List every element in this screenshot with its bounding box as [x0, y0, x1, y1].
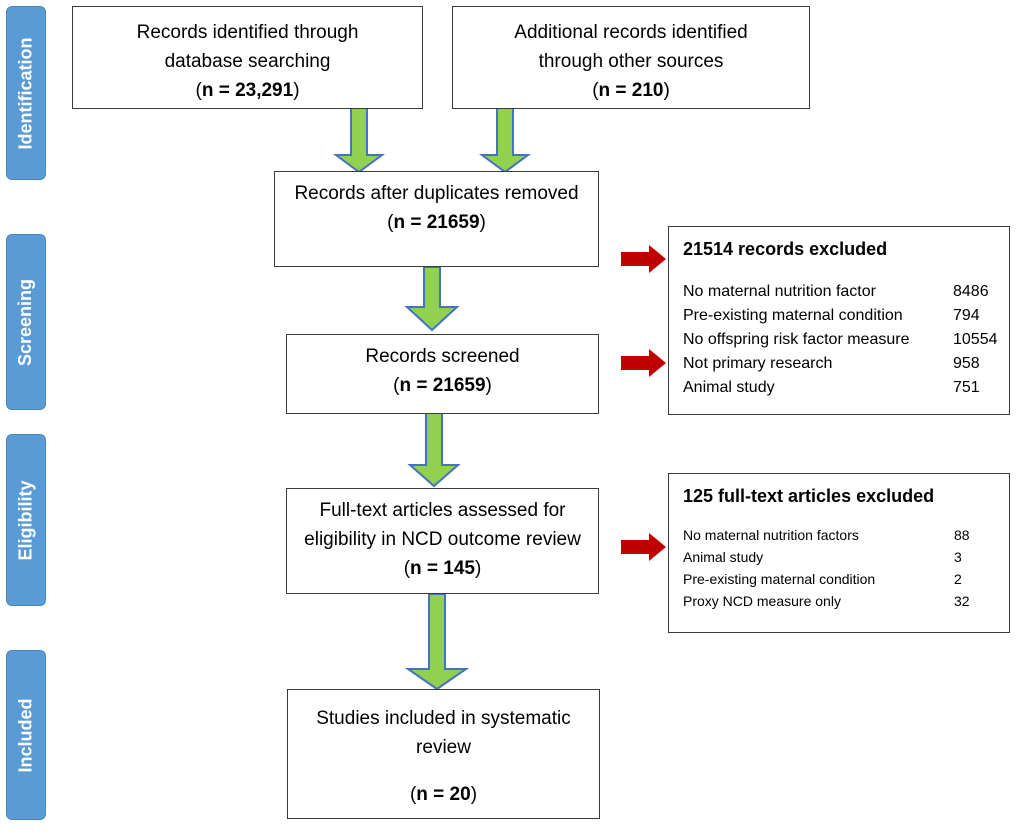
- exclusion-reason: Pre-existing maternal condition: [683, 571, 876, 587]
- exclusion-count: 794: [953, 307, 980, 324]
- exclusion-count: 751: [953, 379, 980, 396]
- exclusion-arrow-fulltext: [621, 533, 666, 561]
- flow-arrow-fulltext: [404, 593, 470, 691]
- box-line: database searching: [164, 51, 331, 72]
- exclusion-arrow-screened: [621, 349, 666, 377]
- box-database-records: Records identified through database sear…: [72, 6, 423, 109]
- exclusion-reason: No maternal nutrition factors: [683, 527, 859, 543]
- exclusion-count: 958: [953, 355, 980, 372]
- box-other-sources: Additional records identified through ot…: [452, 6, 810, 109]
- box-line: Additional records identified: [514, 22, 748, 43]
- exclusion-row: Pre-existing maternal condition 794: [683, 307, 999, 325]
- phase-identification: Identification: [6, 6, 46, 180]
- box-count: (n = 21659): [387, 212, 486, 233]
- exclusion-box-screening: 21514 records excluded No maternal nutri…: [668, 226, 1010, 415]
- exclusion-count: 88: [954, 527, 970, 543]
- exclusion-title: 21514 records excluded: [683, 239, 888, 259]
- exclusion-row: No maternal nutrition factor 8486: [683, 283, 999, 301]
- phase-screening: Screening: [6, 234, 46, 410]
- box-fulltext-assessed: Full-text articles assessed for eligibil…: [286, 488, 599, 594]
- box-line: Records identified through: [136, 22, 359, 43]
- box-line: Studies included in systematic: [316, 708, 571, 729]
- exclusion-row: Animal study 751: [683, 379, 999, 397]
- exclusion-row: No offspring risk factor measure 10554: [683, 331, 999, 349]
- phase-eligibility: Eligibility: [6, 434, 46, 606]
- box-line: Records screened: [365, 346, 520, 367]
- flow-arrow-other: [478, 107, 532, 174]
- exclusion-reason: Animal study: [683, 379, 775, 396]
- exclusion-row: No maternal nutrition factors 88: [683, 527, 999, 543]
- exclusion-row: Pre-existing maternal condition 2: [683, 571, 999, 587]
- phase-included: Included: [6, 650, 46, 820]
- exclusion-reason: No offspring risk factor measure: [683, 331, 910, 348]
- exclusion-count: 3: [954, 549, 962, 565]
- box-records-screened: Records screened (n = 21659): [286, 334, 599, 414]
- exclusion-count: 2: [954, 571, 962, 587]
- box-line: review: [416, 737, 471, 758]
- exclusion-reason: Proxy NCD measure only: [683, 593, 841, 609]
- box-line: Records after duplicates removed: [294, 183, 579, 204]
- exclusion-row: Animal study 3: [683, 549, 999, 565]
- flow-arrow-database: [332, 107, 386, 174]
- exclusion-count: 32: [954, 593, 970, 609]
- exclusion-box-eligibility: 125 full-text articles excluded No mater…: [668, 473, 1010, 633]
- exclusion-count: 10554: [953, 331, 998, 348]
- exclusion-row: Proxy NCD measure only 32: [683, 593, 999, 609]
- box-count: (n = 20): [409, 784, 478, 805]
- exclusion-reason: Pre-existing maternal condition: [683, 307, 903, 324]
- box-line: through other sources: [538, 51, 724, 72]
- exclusion-arrow-duplicates: [621, 245, 666, 273]
- exclusion-reason: Not primary research: [683, 355, 833, 372]
- exclusion-count: 8486: [953, 283, 989, 300]
- box-duplicates-removed: Records after duplicates removed (n = 21…: [274, 171, 599, 267]
- box-count: (n = 210): [592, 80, 670, 101]
- box-studies-included: Studies included in systematic review (n…: [287, 689, 600, 819]
- box-count: (n = 145): [403, 558, 482, 579]
- flow-arrow-duplicates: [404, 266, 460, 332]
- flow-arrow-screened: [407, 412, 461, 488]
- exclusion-title: 125 full-text articles excluded: [683, 486, 935, 506]
- exclusion-row: Not primary research 958: [683, 355, 999, 373]
- box-line: Full-text articles assessed for: [319, 500, 566, 521]
- box-count: (n = 21659): [393, 375, 492, 396]
- box-count: (n = 23,291): [195, 80, 300, 101]
- exclusion-reason: Animal study: [683, 549, 764, 565]
- box-line: eligibility in NCD outcome review: [304, 529, 581, 550]
- exclusion-reason: No maternal nutrition factor: [683, 283, 876, 300]
